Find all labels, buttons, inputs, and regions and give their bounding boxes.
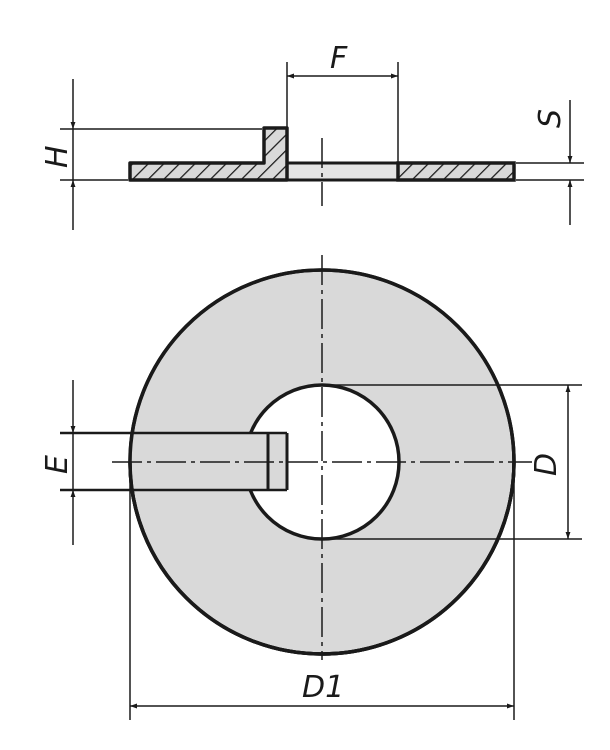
side-view: [60, 62, 584, 230]
label-h: H: [40, 145, 75, 168]
left-section-hatched: [128, 126, 289, 182]
label-d: D: [529, 453, 564, 476]
label-e: E: [40, 455, 75, 474]
hole-section: [285, 161, 400, 182]
top-view: [60, 255, 582, 720]
label-s: S: [533, 109, 568, 128]
label-d1: D1: [302, 670, 344, 705]
label-f: F: [330, 41, 348, 76]
right-section-hatched: [396, 161, 516, 182]
